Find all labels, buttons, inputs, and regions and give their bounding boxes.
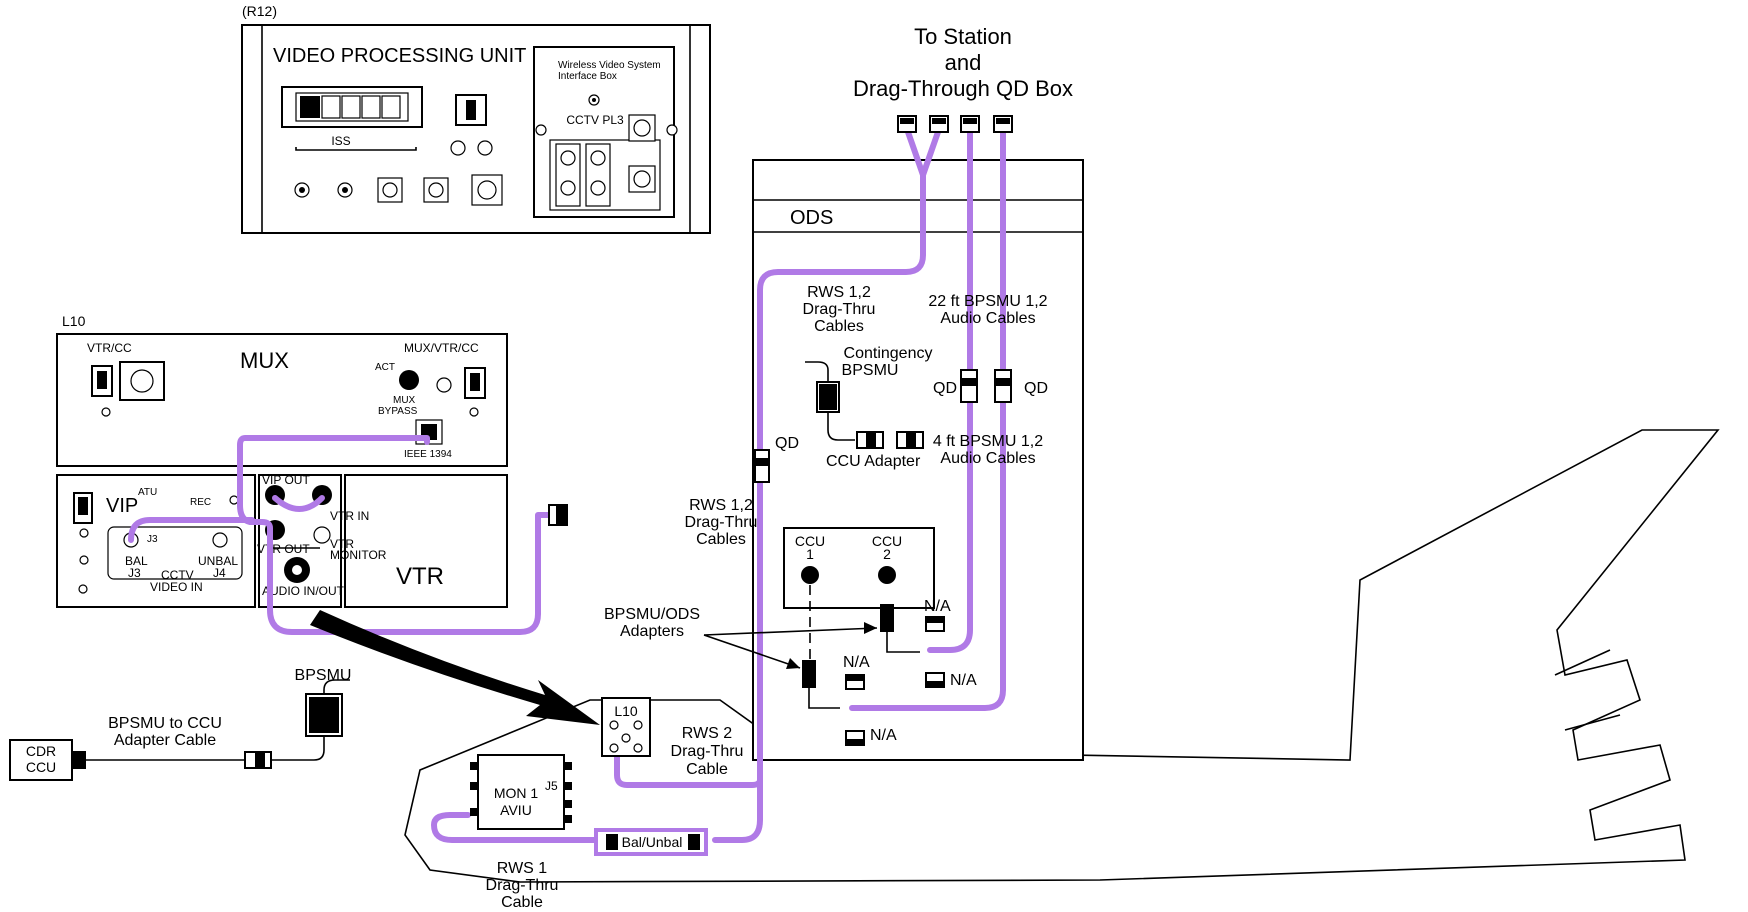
vtr-title: VTR (396, 563, 444, 590)
mux-panel (56, 333, 508, 467)
unbal-j4-label: J4 (213, 566, 226, 580)
l10-label: L10 (62, 313, 86, 329)
contingency-line1: Contingency (844, 345, 933, 362)
mux-title: MUX (240, 348, 289, 373)
bpsmu4-line1: 4 ft BPSMU 1,2 (933, 433, 1043, 450)
rws1-line2: Drag-Thru (486, 877, 559, 894)
vip-panel (56, 474, 508, 608)
vip-out-label: VIP OUT (262, 473, 310, 487)
vip-title: VIP (106, 495, 138, 517)
flow-arrow (310, 610, 600, 725)
rws1-line3: Cable (501, 894, 543, 911)
orbiter-outline (404, 429, 1720, 883)
rws12-mid-line1: RWS 1,2 (689, 497, 753, 514)
to-station-line3: Drag-Through QD Box (853, 76, 1073, 101)
mux-vtr-cc-label: MUX/VTR/CC (404, 341, 479, 355)
na-label-4: N/A (870, 727, 897, 744)
connectors (72, 115, 1013, 769)
r12-label: (R12) (242, 3, 277, 19)
bal-label: BAL (125, 554, 148, 568)
ccu-adapter-label: CCU Adapter (826, 453, 921, 470)
bpsmu22-line2: Audio Cables (940, 310, 1035, 327)
na-label-2: N/A (843, 654, 870, 671)
qd-rws-label: QD (775, 435, 799, 452)
ccu1-label-line1: CCU (795, 533, 825, 549)
j5-label: J5 (545, 779, 558, 793)
bpsmu-ods-line1: BPSMU/ODS (604, 606, 700, 623)
rws12-mid-line3: Cables (696, 531, 746, 548)
ccu1-label-line2: 1 (806, 546, 814, 562)
rec-label: REC (190, 497, 211, 508)
cctv-label: CCTV (161, 568, 194, 582)
qd-left-label: QD (933, 380, 957, 397)
na-label-3: N/A (950, 672, 977, 689)
bal-unbal-label: Bal/Unbal (622, 834, 683, 850)
mon-line1: MON 1 (494, 785, 539, 801)
cdr-line2: CCU (26, 759, 56, 775)
l10-mini-panel (601, 697, 651, 757)
unbal-label: UNBAL (198, 554, 238, 568)
audio-in-out-label: AUDIO IN/OUT (262, 584, 345, 598)
ccu-block (783, 527, 945, 746)
ccu2-label-line1: CCU (872, 533, 902, 549)
rws2-line1: RWS 2 (682, 725, 732, 742)
wvs-label-line1: Wireless Video System (558, 60, 661, 71)
adapter-arrow-1 (703, 627, 878, 636)
l10-small-label: L10 (614, 703, 638, 719)
vtr-out-label: VTR OUT (257, 542, 310, 556)
bpsmu-label: BPSMU (295, 667, 352, 684)
video-processing-unit (241, 24, 711, 234)
ccu2-label-line2: 2 (883, 546, 891, 562)
contingency-line2: BPSMU (842, 362, 899, 379)
act-label: ACT (375, 362, 395, 373)
video-in-label: VIDEO IN (150, 580, 203, 594)
rws12-mid-line2: Drag-Thru (685, 514, 758, 531)
cctv-pl3-label: CCTV PL3 (566, 113, 624, 127)
vtr-cc-label: VTR/CC (87, 341, 132, 355)
cables (128, 129, 1006, 843)
to-station-line2: and (945, 50, 982, 75)
mux-bypass-line2: BYPASS (378, 406, 418, 417)
atu-label: ATU (138, 487, 157, 498)
rws12-top-line1: RWS 1,2 (807, 284, 871, 301)
bpsmu-ods-line2: Adapters (620, 623, 684, 640)
mux-bypass-line1: MUX (393, 395, 416, 406)
bpsmu4-line2: Audio Cables (940, 450, 1035, 467)
adapter-arrow-2 (703, 634, 801, 669)
bal-unbal-adapter (594, 828, 708, 856)
bpsmu-ccu-line1: BPSMU to CCU (108, 715, 222, 732)
mon-line2: AVIU (500, 802, 532, 818)
rws2-line2: Drag-Thru (671, 743, 744, 760)
rws12-top-line3: Cables (814, 318, 864, 335)
iss-label: ISS (331, 134, 350, 148)
bpsmu-ccu-line2: Adapter Cable (114, 732, 216, 749)
bpsmu22-line1: 22 ft BPSMU 1,2 (928, 293, 1047, 310)
ieee-label: IEEE 1394 (404, 449, 452, 460)
wvs-label-line2: Interface Box (558, 71, 617, 82)
rws1-line1: RWS 1 (497, 860, 547, 877)
bal-j3-label: J3 (128, 566, 141, 580)
vtr-in-label: VTR IN (330, 509, 369, 523)
na-label-1: N/A (924, 598, 951, 615)
rws12-top-line2: Drag-Thru (803, 301, 876, 318)
j3-label: J3 (147, 534, 158, 545)
ods-label: ODS (790, 207, 833, 229)
vtr-monitor-line1: VTR (330, 537, 354, 551)
to-station-line1: To Station (914, 24, 1012, 49)
cdr-ccu-box (9, 739, 73, 781)
vpu-title: VIDEO PROCESSING UNIT (273, 45, 526, 67)
qd-right-label: QD (1024, 380, 1048, 397)
monitor-aviu (470, 754, 572, 830)
vtr-monitor-line2: MONITOR (330, 548, 387, 562)
rws2-line3: Cable (686, 761, 728, 778)
cdr-line1: CDR (26, 743, 56, 759)
